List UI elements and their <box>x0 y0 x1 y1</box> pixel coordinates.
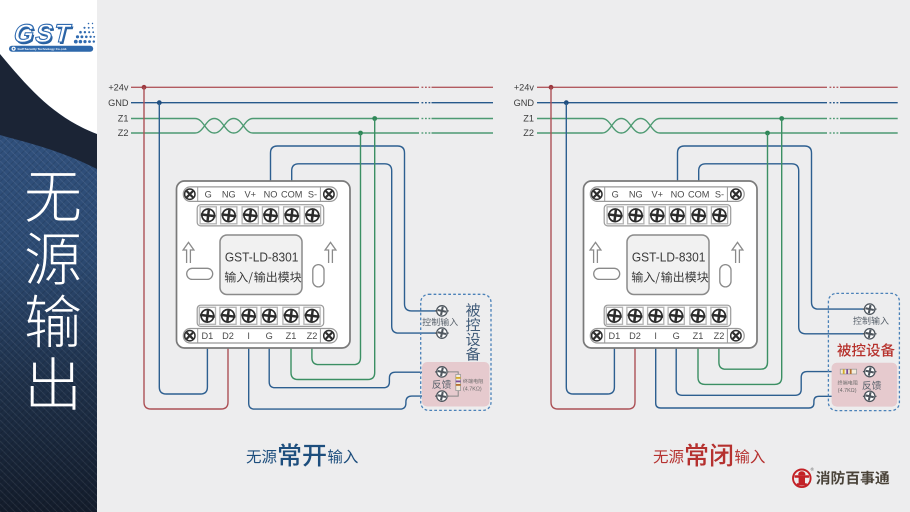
svg-text:Z2: Z2 <box>307 331 318 341</box>
svg-text:(4.7KΩ): (4.7KΩ) <box>463 387 482 393</box>
svg-text:Z1: Z1 <box>286 331 297 341</box>
svg-text:®: ® <box>811 467 815 472</box>
svg-text:Z2: Z2 <box>523 128 534 138</box>
svg-text:S-: S- <box>308 190 317 200</box>
svg-text:G: G <box>266 331 273 341</box>
svg-text:COM: COM <box>281 190 302 200</box>
svg-text:+24v: +24v <box>514 83 535 93</box>
svg-text:Z2: Z2 <box>118 128 129 138</box>
svg-text:I: I <box>247 331 250 341</box>
svg-text:Z1: Z1 <box>523 114 534 124</box>
svg-text:G: G <box>205 190 212 200</box>
svg-text:D2: D2 <box>222 331 234 341</box>
svg-text:(4.7KΩ): (4.7KΩ) <box>838 388 857 394</box>
svg-text:GST-LD-8301: GST-LD-8301 <box>225 250 299 265</box>
svg-text:GND: GND <box>514 98 535 108</box>
svg-text:Z1: Z1 <box>118 114 129 124</box>
svg-text:+24v: +24v <box>108 83 129 93</box>
svg-text:NO: NO <box>264 190 278 200</box>
svg-text:GST: GST <box>12 22 76 50</box>
svg-text:Gulf Security Technology Co.,L: Gulf Security Technology Co.,Ltd. <box>18 47 68 51</box>
svg-text:D1: D1 <box>202 331 214 341</box>
svg-text:GND: GND <box>108 98 129 108</box>
svg-text:GST: GST <box>11 21 75 49</box>
svg-text:V+: V+ <box>244 190 256 200</box>
svg-text:NG: NG <box>222 190 236 200</box>
